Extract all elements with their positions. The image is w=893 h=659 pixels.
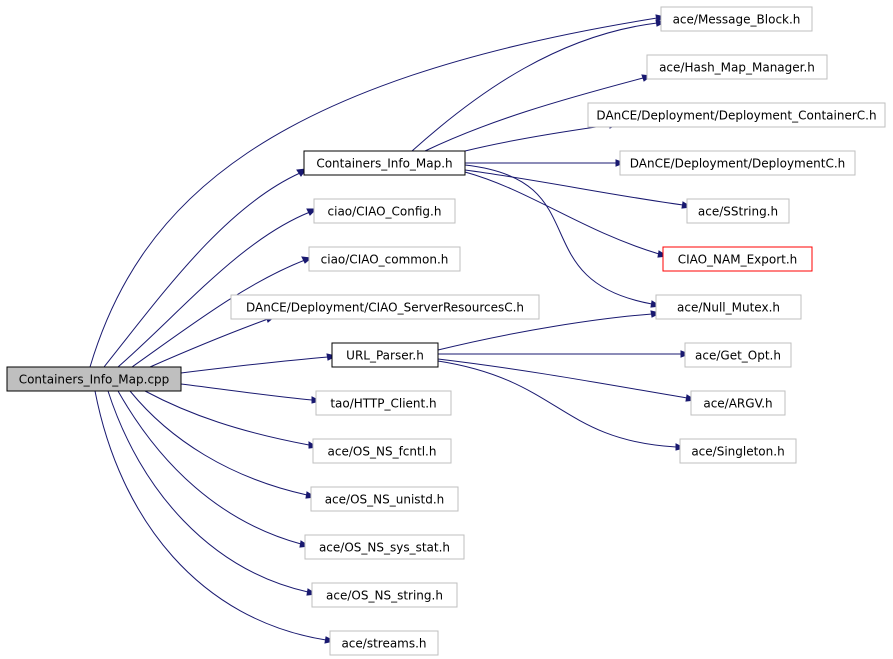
node-label: ace/OS_NS_unistd.h xyxy=(325,493,445,507)
edge-line xyxy=(464,164,653,305)
node-label: Containers_Info_Map.h xyxy=(316,157,452,171)
node-label: tao/HTTP_Client.h xyxy=(330,397,436,411)
edge-line xyxy=(464,171,660,255)
edge-line xyxy=(180,383,313,401)
node-label: ace/Message_Block.h xyxy=(673,13,801,27)
node-singleton-h[interactable]: ace/Singleton.h xyxy=(679,438,797,464)
node-url-parser-h[interactable]: URL_Parser.h xyxy=(331,342,439,368)
edge-root-to-sys-stat xyxy=(117,390,311,548)
node-os-ns-sys-stat-h[interactable]: ace/OS_NS_sys_stat.h xyxy=(304,534,465,560)
node-sstring-h[interactable]: ace/SString.h xyxy=(686,198,790,224)
node-label: DAnCE/Deployment/Deployment_ContainerC.h xyxy=(596,109,876,123)
node-label: ace/Hash_Map_Manager.h xyxy=(659,61,815,75)
node-label: ciao/CIAO_common.h xyxy=(321,253,449,267)
node-null-mutex-h[interactable]: ace/Null_Mutex.h xyxy=(655,294,802,320)
node-streams-h[interactable]: ace/streams.h xyxy=(329,630,439,656)
node-containers-info-map-h[interactable]: Containers_Info_Map.h xyxy=(303,150,466,176)
node-deployment-containerc-h[interactable]: DAnCE/Deployment/Deployment_ContainerC.h xyxy=(587,102,886,128)
node-http-client-h[interactable]: tao/HTTP_Client.h xyxy=(315,390,452,416)
edge-line xyxy=(89,17,658,368)
node-containers-info-map-cpp[interactable]: Containers_Info_Map.cpp xyxy=(6,366,182,392)
edge-line xyxy=(94,390,327,641)
edge-root-to-streams xyxy=(94,390,336,644)
node-label: ace/streams.h xyxy=(341,637,426,651)
node-os-ns-string-h[interactable]: ace/OS_NS_string.h xyxy=(311,582,458,608)
edge-root-to-fcntl xyxy=(144,390,319,449)
node-label: DAnCE/Deployment/CIAO_ServerResourcesC.h xyxy=(246,301,524,315)
edge-line xyxy=(103,172,301,368)
node-os-ns-unistd-h[interactable]: ace/OS_NS_unistd.h xyxy=(310,486,459,512)
edge-line xyxy=(117,211,311,368)
node-hash-map-manager-h[interactable]: ace/Hash_Map_Manager.h xyxy=(646,54,828,80)
node-label: ace/OS_NS_fcntl.h xyxy=(328,445,437,459)
node-os-ns-fcntl-h[interactable]: ace/OS_NS_fcntl.h xyxy=(312,438,452,464)
edge-line xyxy=(131,259,306,368)
edge-line xyxy=(117,390,302,545)
node-label: URL_Parser.h xyxy=(346,349,424,363)
edge-line xyxy=(107,390,309,593)
edge-line xyxy=(180,356,329,374)
node-label: ciao/CIAO_Config.h xyxy=(328,205,442,219)
edge-line xyxy=(464,124,611,152)
node-message-block-h[interactable]: ace/Message_Block.h xyxy=(660,6,813,32)
edge-line xyxy=(424,77,644,152)
edge-root-to-string xyxy=(107,390,318,596)
node-ciao-nam-export-h[interactable]: CIAO_NAM_Export.h xyxy=(662,246,813,272)
node-argv-h[interactable]: ace/ARGV.h xyxy=(690,390,786,416)
edge-url-parser-to-singleton xyxy=(437,360,686,451)
node-label: ace/OS_NS_string.h xyxy=(326,589,443,603)
node-label: ace/OS_NS_sys_stat.h xyxy=(319,541,450,555)
edge-line xyxy=(149,318,269,368)
edge-line xyxy=(144,390,310,446)
node-label: ace/SString.h xyxy=(698,205,778,219)
node-deploymentc-h[interactable]: DAnCE/Deployment/DeploymentC.h xyxy=(619,150,856,176)
edge-cim-h-to-dep-deploymentc xyxy=(465,159,626,167)
node-ciao-config-h[interactable]: ciao/CIAO_Config.h xyxy=(313,198,456,224)
edge-line xyxy=(437,360,677,448)
edge-cim-h-to-null-mutex xyxy=(464,164,662,308)
node-label: ace/Singleton.h xyxy=(691,445,784,459)
node-label: Containers_Info_Map.cpp xyxy=(19,373,170,387)
node-label: CIAO_NAM_Export.h xyxy=(678,253,798,267)
edge-line xyxy=(411,22,658,152)
edge-url-parser-to-get-opt xyxy=(438,350,691,358)
edge-cim-h-to-sstring xyxy=(464,169,693,209)
edge-root-to-unistd xyxy=(129,390,317,499)
node-label: ace/Get_Opt.h xyxy=(695,349,781,363)
edge-line xyxy=(129,390,308,496)
node-label: DAnCE/Deployment/DeploymentC.h xyxy=(630,157,846,171)
node-ciao-serverresourcesc-h[interactable]: DAnCE/Deployment/CIAO_ServerResourcesC.h xyxy=(230,294,540,320)
node-label: ace/ARGV.h xyxy=(703,397,772,411)
node-label: ace/Null_Mutex.h xyxy=(677,301,780,315)
nodes-layer: Containers_Info_Map.cpp Containers_Info_… xyxy=(6,6,886,656)
edge-line xyxy=(437,358,688,399)
edge-url-parser-to-argv xyxy=(437,358,697,402)
edge-root-to-url-parser xyxy=(180,353,338,374)
edge-cim-h-to-msg-block xyxy=(411,19,667,152)
node-get-opt-h[interactable]: ace/Get_Opt.h xyxy=(684,342,792,368)
edge-root-to-http-client xyxy=(180,383,322,404)
edge-line xyxy=(464,169,684,206)
node-ciao-common-h[interactable]: ciao/CIAO_common.h xyxy=(308,246,461,272)
edge-line xyxy=(437,313,653,351)
